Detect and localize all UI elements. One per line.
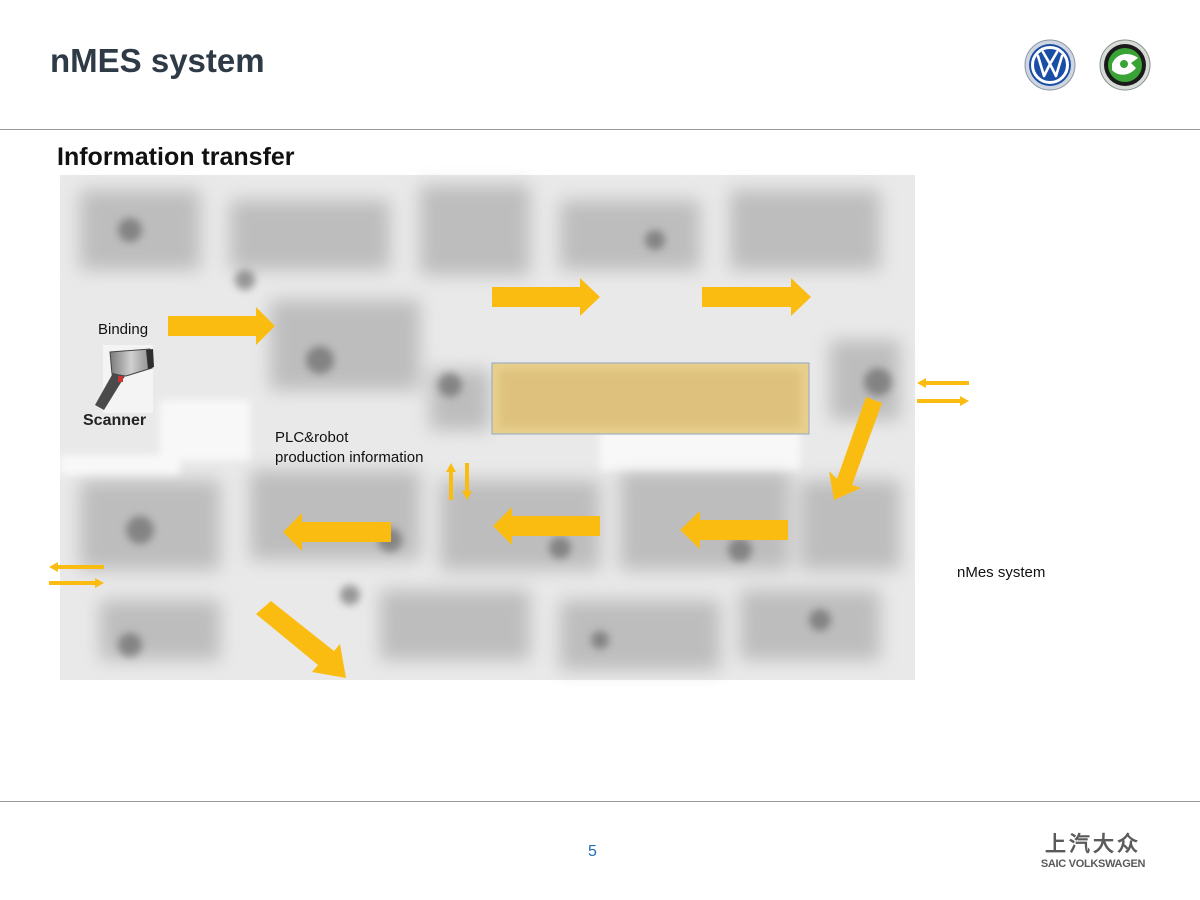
flow-arrows — [168, 278, 882, 678]
page-number: 5 — [588, 843, 597, 860]
thin-arrow-left-right — [49, 578, 104, 588]
arrow-bottom-left-2 — [493, 507, 600, 545]
scanner-label: Scanner — [83, 412, 147, 429]
arrow-diagonal-down — [829, 397, 882, 500]
highlight-box-content — [500, 370, 800, 427]
vw-logo-icon — [1024, 39, 1076, 91]
arrow-top-right-2 — [702, 278, 811, 316]
page-title: nMES system — [50, 42, 265, 79]
thin-arrow-up — [446, 463, 456, 500]
footer-divider — [0, 801, 1200, 802]
nmes-system-label: nMes system — [957, 564, 1046, 581]
arrow-bottom-left-3 — [283, 513, 391, 551]
plc-label-line1: PLC&robot — [275, 429, 349, 446]
binding-label: Binding — [98, 321, 149, 338]
thin-arrow-right-left — [917, 378, 969, 388]
arrow-diagonal-down-right — [256, 601, 346, 678]
plc-label-line2: production information — [275, 449, 424, 466]
brand-english-name: SAIC VOLKSWAGEN — [1040, 858, 1146, 870]
header-divider — [0, 129, 1200, 130]
thin-arrows — [49, 378, 969, 588]
saic-volkswagen-logo: 上汽大众 SAIC VOLKSWAGEN — [1033, 828, 1153, 870]
barcode-scanner-icon — [95, 345, 154, 413]
arrow-bottom-left-1 — [680, 511, 788, 549]
thin-arrow-left-left — [49, 562, 104, 572]
section-title: Information transfer — [57, 143, 295, 171]
arrow-top-right-1 — [492, 278, 600, 316]
thin-arrow-right-right — [917, 396, 969, 406]
arrow-binding-right — [168, 307, 275, 345]
thin-arrow-down — [462, 463, 472, 500]
skoda-logo-icon — [1099, 39, 1151, 91]
brand-chinese-name: 上汽大众 — [1045, 833, 1141, 856]
